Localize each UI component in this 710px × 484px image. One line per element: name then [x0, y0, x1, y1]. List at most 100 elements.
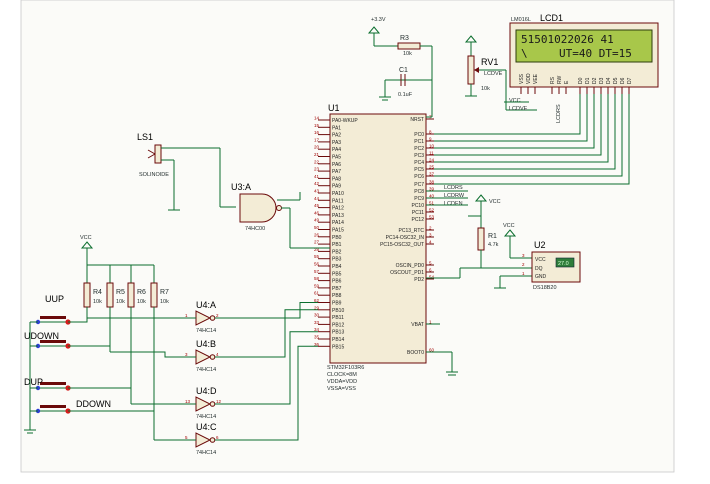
pullup-resistor[interactable]	[150, 282, 158, 308]
u2-pin-dq: DQ	[535, 266, 543, 272]
mcu-u1[interactable]: U1 PA0-WKUP14PA115PA216PA317PA420PA521PA…	[314, 103, 435, 392]
mcu-left-pin-name: PA1	[332, 125, 341, 131]
mcu-right-pin-name: OSCIN_PD0	[396, 263, 425, 269]
lcd-pin-name: D3	[599, 77, 605, 84]
mcu-right-pin-num: 24	[429, 158, 435, 163]
inverter-in-pin: 13	[185, 399, 191, 404]
lcd-pin-name: D7	[627, 77, 633, 84]
r3-value: 10k	[403, 51, 412, 57]
potentiometer-rv1[interactable]: RV1 LCDVE 10k	[467, 55, 503, 92]
mcu-left-pin-name: PA11	[332, 198, 344, 204]
inverter-ref: U4:A	[196, 300, 216, 310]
mcu-left-pin-name: PB13	[332, 330, 344, 336]
sensor-u2[interactable]: 27.0 U2 VCC DQ GND 3 2 1 DS18B20	[522, 240, 581, 291]
capacitor-c1[interactable]: C1 0.1uF	[398, 67, 413, 98]
mcu-left-pin-num: 62	[314, 298, 320, 303]
mcu-left-pin-num: 61	[314, 291, 320, 296]
rv1-value: 10k	[481, 86, 490, 92]
lcd-cursor: \	[521, 47, 528, 60]
lcd-pin-name: D2	[592, 77, 598, 84]
mcu-left-pin-num: 16	[314, 130, 320, 135]
mcu-left-pin-name: PA5	[332, 155, 341, 161]
mcu-right-pin-name: PC4	[414, 160, 424, 166]
ls1-type: SOLINOIDE	[139, 172, 169, 178]
u3a-ref: U3:A	[231, 182, 251, 192]
mcu-left-pin-name: PB7	[332, 286, 342, 292]
inverter-out-pin: 4	[216, 352, 219, 357]
mcu-right-pin-name: VBAT	[411, 322, 424, 328]
mcu-left-pin-num: 42	[314, 181, 320, 186]
lcd-bus-wire	[434, 94, 616, 170]
button-actuator[interactable]	[40, 382, 66, 385]
mcu-left-pin-name: PA10	[332, 191, 344, 197]
mcu-left-pin-name: PB1	[332, 242, 342, 248]
mcu-note-vdda: VDDA=VDD	[327, 379, 357, 385]
lcd-net-rs: LCDRS	[556, 104, 562, 123]
inverter-ref: U4:B	[196, 339, 216, 349]
mcu-left-pins: PA0-WKUP14PA115PA216PA317PA420PA521PA622…	[314, 116, 358, 351]
button-label: UUP	[45, 294, 64, 304]
lcd-line2: UT=40 DT=15	[559, 47, 632, 60]
mcu-left-pin-name: PB5	[332, 271, 342, 277]
lcd-bus-wire	[434, 94, 588, 142]
mcu-left-pin-num: 46	[314, 210, 320, 215]
mcu-left-pin-name: PB14	[332, 337, 344, 343]
mcu-left-pin-name: PA6	[332, 162, 341, 168]
lcd-data-bus	[434, 94, 630, 185]
lcd-line1: 51501022026 41	[521, 33, 614, 46]
mcu-left-pin-name: PA2	[332, 133, 341, 139]
mcu-right-pin-name: NRST	[410, 117, 424, 123]
lcd-pin-name: VEE	[533, 73, 539, 84]
pullup-ref: R5	[116, 289, 125, 296]
mcu-right-pin-num: 8	[429, 130, 432, 135]
lcd-lm016l[interactable]: LM016L LCD1 51501022026 41 \ UT=40 DT=15…	[509, 13, 659, 94]
u3a-type: 74HC00	[245, 226, 265, 232]
input-wire	[110, 351, 196, 358]
inverter-in-pin: 1	[185, 313, 188, 318]
nand-gate-u3a[interactable]: U3:A 74HC00	[231, 182, 282, 232]
inverter-type: 74HC14	[196, 367, 216, 373]
lcd-pin-name: RS	[550, 76, 556, 84]
mcu-left-pin-name: PA0-WKUP	[332, 118, 358, 124]
mcu-left-pin-num: 26	[314, 232, 320, 237]
mcu-left-pin-name: PB8	[332, 293, 342, 299]
button-actuator[interactable]	[40, 405, 66, 408]
mcu-right-pin-name: PC14-OSC32_IN	[386, 235, 425, 241]
pullup-resistor[interactable]	[83, 282, 91, 308]
pullup-value: 10k	[93, 299, 102, 305]
lcd-pin-name: D1	[585, 77, 591, 84]
r1-value: 4.7k	[488, 242, 499, 248]
mcu-left-pin-name: PB11	[332, 315, 344, 321]
mcu-right-pin-num: 53	[429, 215, 435, 220]
mcu-left-pin-num: 56	[314, 262, 320, 267]
mcu-right-pin-num: 25	[429, 165, 435, 170]
lcd-pin-name: VSS	[519, 73, 525, 84]
pullup-value: 10k	[160, 299, 169, 305]
mcu-left-pin-num: 28	[314, 247, 320, 252]
mcu-right-pin-num: 10	[429, 144, 435, 149]
u2-num-gnd: 1	[522, 271, 525, 276]
mcu-right-pin-name: PC10	[411, 203, 424, 209]
lcd-screen	[515, 29, 653, 63]
mcu-note-part: STM32F103R6	[327, 365, 364, 371]
mcu-right-pin-name: PC12	[411, 217, 424, 223]
inverter-output-wire	[215, 345, 318, 441]
button-actuator[interactable]	[40, 316, 66, 319]
inverter-type: 74HC14	[196, 450, 216, 456]
lcd-pin-name: E	[564, 80, 570, 84]
lcd-pin-name: D0	[578, 77, 584, 84]
inverter-out-pin: 12	[216, 399, 222, 404]
pullup-resistor[interactable]	[127, 282, 135, 308]
mcu-right-pin-name: PC3	[414, 153, 424, 159]
pullup-resistor[interactable]	[106, 282, 114, 308]
u2-num-vcc: 3	[522, 253, 525, 258]
mcu-right-pin-name: BOOT0	[407, 350, 424, 356]
lcd-pin-name: VDD	[526, 73, 532, 84]
button-actuator[interactable]	[40, 340, 66, 343]
mcu-ref: U1	[328, 103, 340, 113]
solenoid-ls1[interactable]: LS1 SOLINOIDE	[137, 132, 169, 178]
v33-label: +3.3V	[371, 17, 386, 23]
net-lcdrs: LCDRS	[444, 185, 463, 191]
